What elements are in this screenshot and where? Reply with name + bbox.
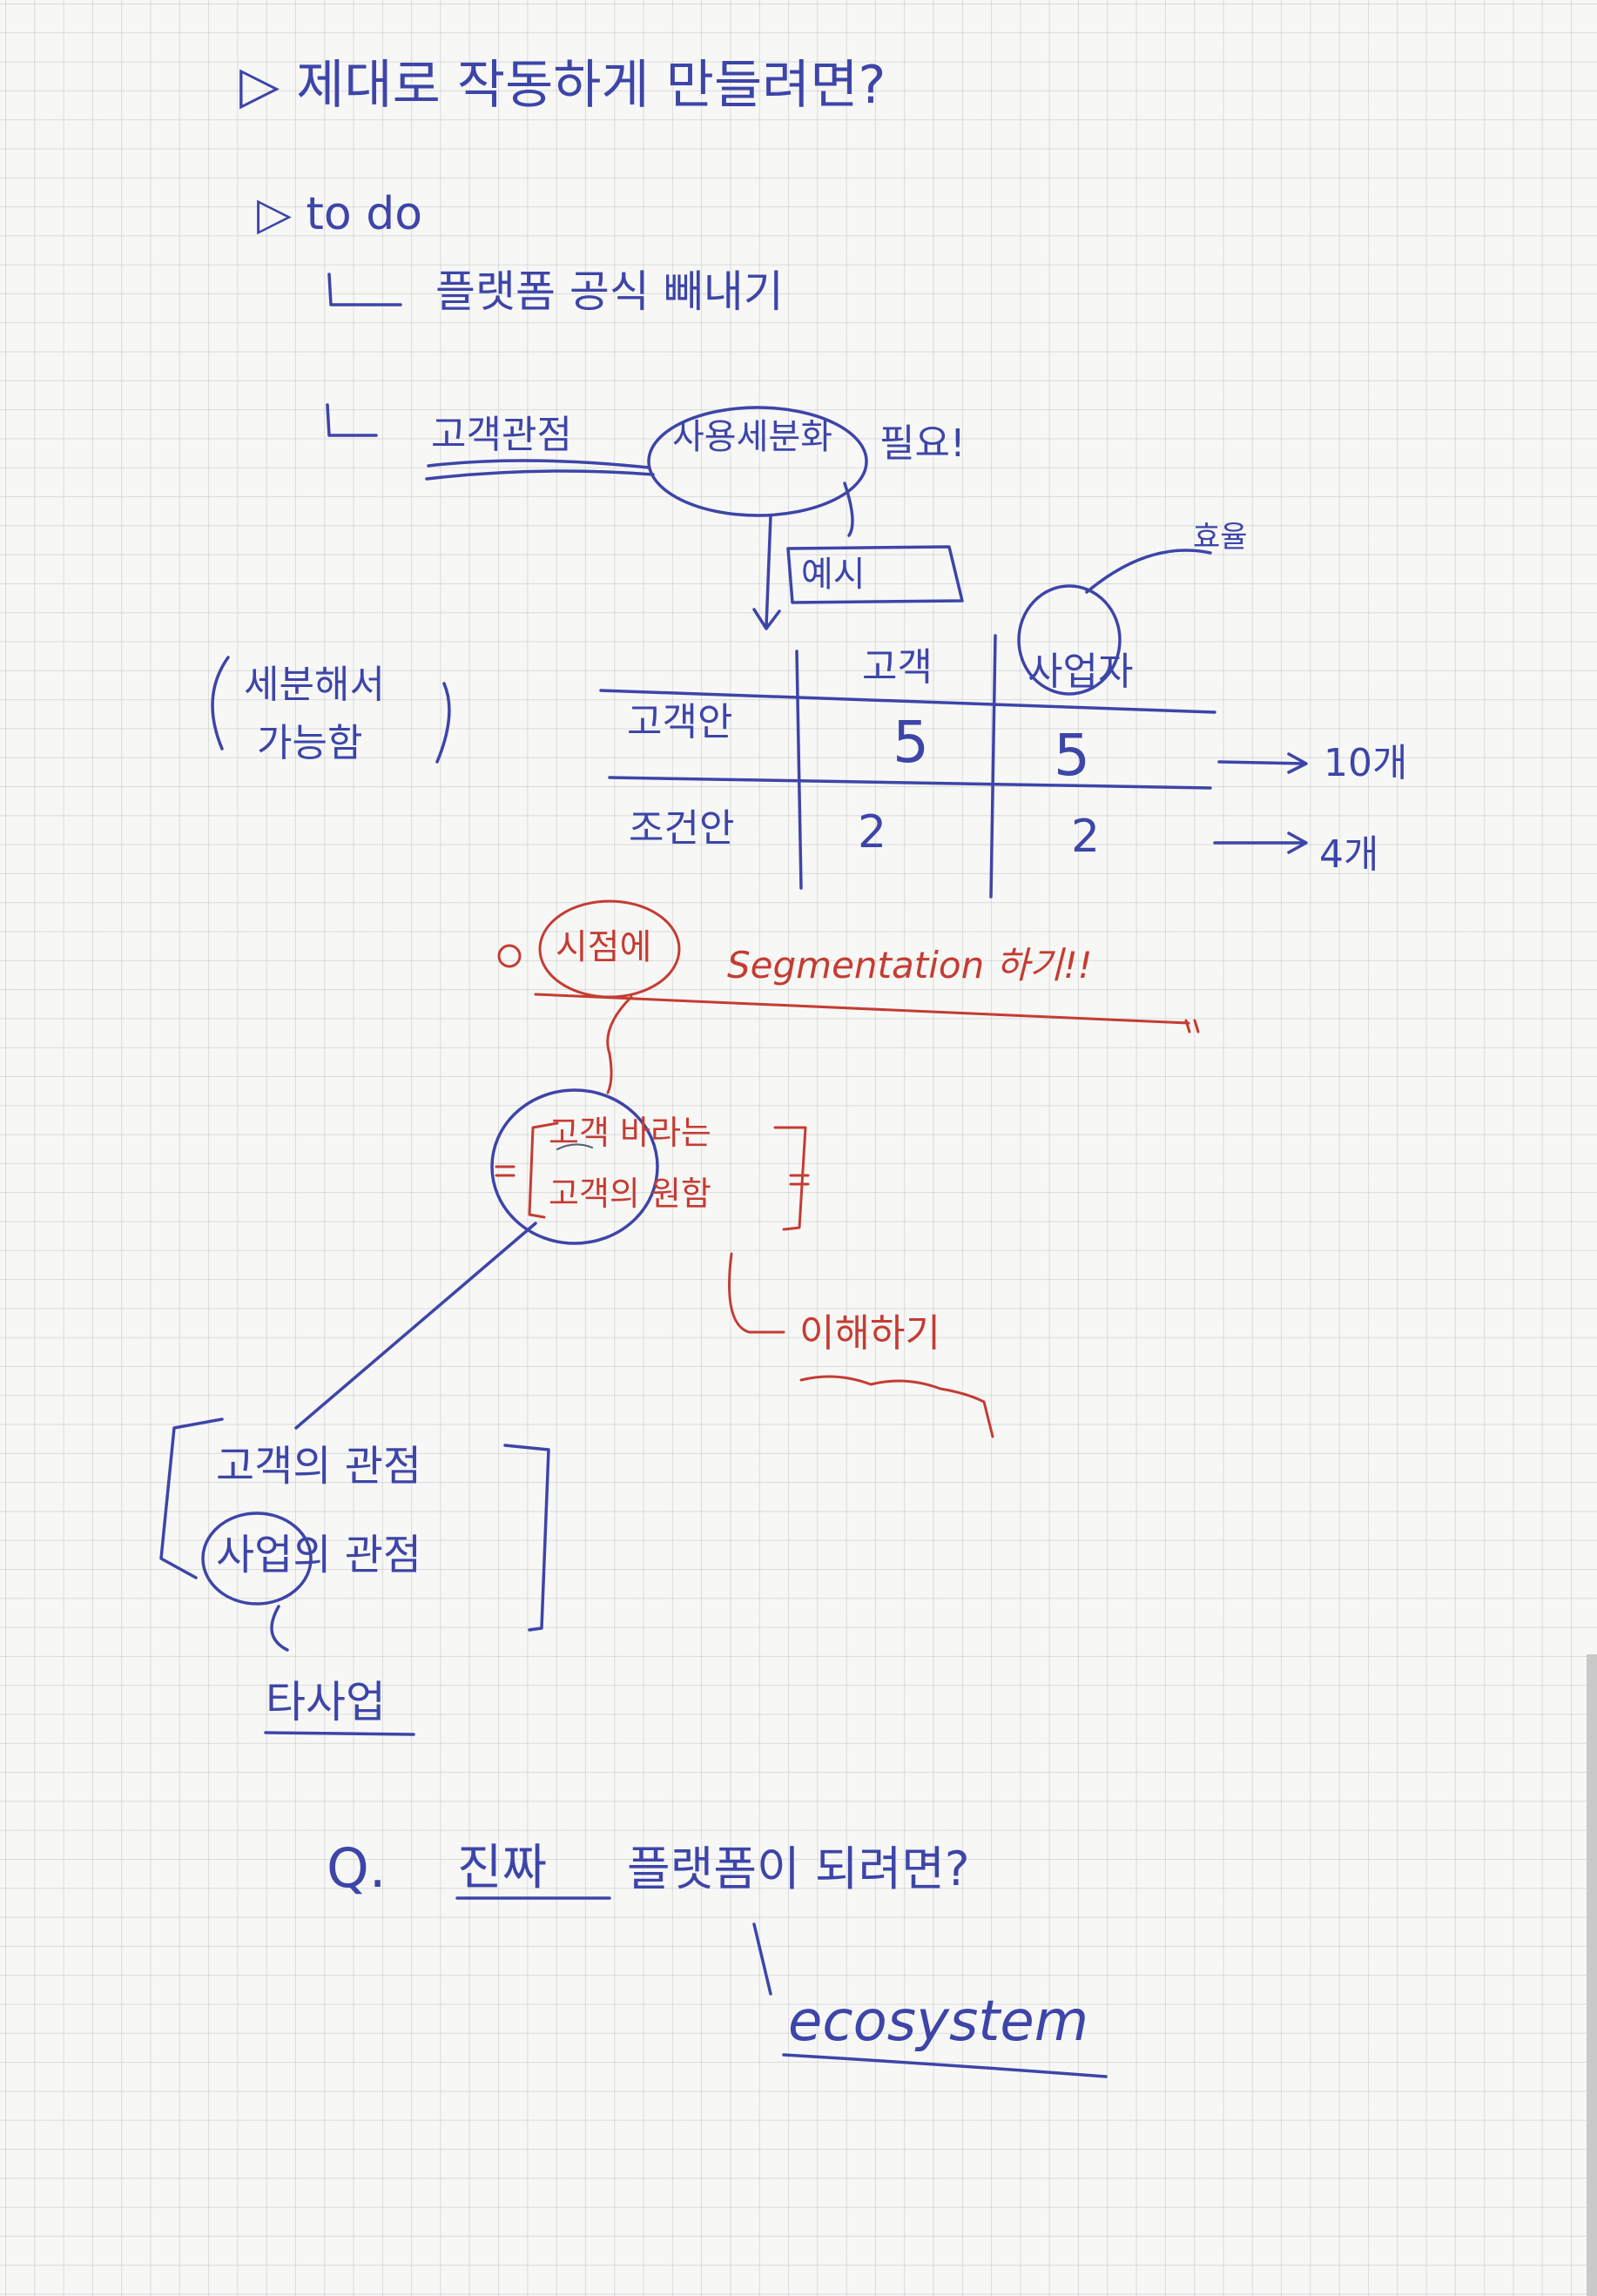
red-bracket-right [773, 1126, 807, 1231]
table-col-rule-1 [795, 650, 803, 890]
underline-customer-view [427, 459, 650, 469]
page-edge-shadow [1587, 1654, 1597, 2296]
understand-squiggle [799, 1375, 994, 1438]
table-row-rule [608, 776, 1212, 790]
segment-connector [606, 995, 633, 1094]
paren-right [435, 682, 451, 764]
question-text: 플랫폼이 되려면? [627, 1842, 970, 1896]
segment-note: Segmentation 하기!! [727, 944, 1093, 986]
todo-item-2-c: 필요! [879, 421, 966, 466]
table-result-1: 10개 [1324, 741, 1408, 785]
example-box [786, 545, 964, 604]
understand-note: 이해하기 [799, 1311, 940, 1356]
relation-line-2: 사업의 관점 [216, 1531, 422, 1579]
understand-hook [728, 1252, 785, 1334]
circle-business [1017, 584, 1122, 696]
circle-business-2 [201, 1512, 313, 1606]
pointer-efficiency [1085, 549, 1212, 594]
todo-item-2-b: 사용세분화 [672, 417, 832, 457]
answer-connector [752, 1922, 772, 1996]
diagonal-line [294, 1222, 537, 1430]
table-row-label-1: 고객안 [627, 700, 733, 744]
table-row-label-2: 조건안 [629, 806, 735, 851]
underline-other-biz [264, 1731, 415, 1736]
question-underlined-word: 진짜 [457, 1840, 548, 1896]
circle-usage [647, 406, 868, 517]
table-cell-1-2: 5 [1054, 722, 1090, 789]
example-note: 예시 [801, 555, 866, 595]
table-col-header-2: 사업자 [1028, 650, 1134, 694]
table-col-rule-2 [989, 634, 997, 899]
side-note-2: 가능함 [257, 721, 363, 765]
todo-item-2-a: 고객관점 [431, 413, 572, 457]
efficiency-note: 효율 [1193, 520, 1248, 555]
answer-ecosystem: ecosystem [788, 1990, 1089, 2054]
red-bracket-left [528, 1121, 559, 1219]
red-marker [497, 944, 522, 968]
heading-line: ▷ 제대로 작동하게 만들려면? [239, 55, 886, 116]
underline-customer-view-2 [425, 469, 655, 481]
result-arrow-1 [1217, 760, 1306, 765]
table-header-rule [599, 689, 1216, 714]
curve-to-example [843, 481, 854, 537]
side-note-1: 세분해서 [244, 663, 385, 707]
question-prefix: Q. [327, 1836, 387, 1900]
segment-underline [534, 993, 1190, 1025]
pencil-mark [556, 1143, 594, 1151]
bracket-left [159, 1417, 224, 1579]
arrow-down [765, 514, 772, 629]
table-cell-1-1: 5 [893, 709, 929, 776]
table-col-header-1: 고객 [862, 645, 933, 690]
relation-line-1: 고객의 관점 [216, 1442, 422, 1491]
todo-label: ▷ to do [257, 188, 423, 240]
relation-label: 타사업 [266, 1677, 386, 1727]
segment-circled-word: 시점에 [556, 927, 652, 967]
bracket-right [503, 1444, 550, 1632]
red-bracket-line-1: 고객 바라는 [549, 1114, 711, 1152]
table-cell-2-2: 2 [1071, 811, 1101, 863]
red-bracket-line-2: 고객의 원함 [549, 1175, 711, 1213]
list-hook-2 [326, 403, 378, 437]
squiggle-down [270, 1605, 289, 1652]
underline-ecosystem [782, 2053, 1108, 2078]
paren-left [211, 656, 230, 751]
table-cell-2-1: 2 [858, 806, 887, 858]
list-hook-1 [327, 273, 402, 306]
todo-item-1: 플랫폼 공식 빼내기 [435, 266, 784, 317]
circle-bracket [490, 1088, 659, 1245]
table-result-2: 4개 [1319, 832, 1379, 877]
